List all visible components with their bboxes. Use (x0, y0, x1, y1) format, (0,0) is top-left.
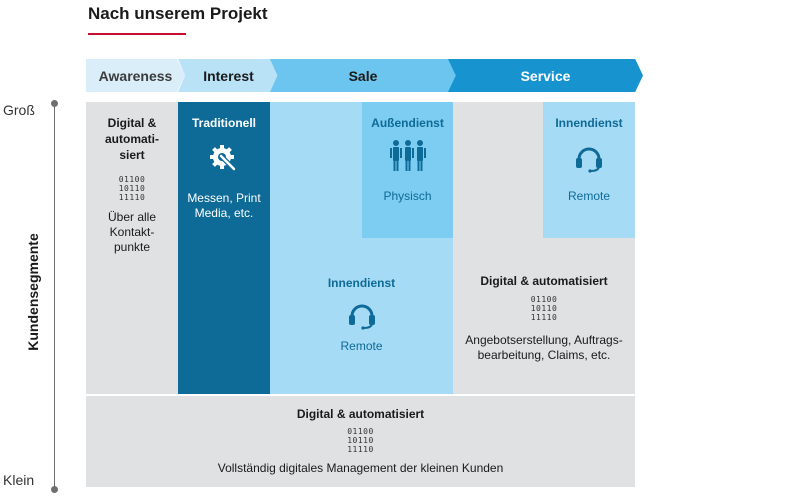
binary-code-icon: 01100 10110 11110 (86, 427, 635, 454)
bottom-desc: Vollständig digitales Management der kle… (217, 461, 504, 475)
headset-icon (270, 298, 453, 330)
axis-bottom-dot (51, 486, 58, 493)
binary-line: 11110 (347, 445, 374, 454)
binary-line: 10110 (118, 184, 146, 193)
binary-line: 01100 (530, 295, 558, 304)
bottom-block: Digital & automatisiert 01100 10110 1111… (86, 396, 635, 487)
interest-title: Traditionell (191, 116, 256, 130)
binary-line: 11110 (118, 193, 146, 202)
interest-desc: Messen, Print Media, etc. (178, 191, 270, 221)
awareness-block: Digital & automati- siert 01100 10110 11… (86, 102, 178, 394)
interest-desc-line-1: Messen, Print (187, 191, 261, 205)
axis-line (54, 103, 55, 489)
binary-line: 01100 (347, 427, 374, 436)
bottom-title: Digital & automatisiert (296, 407, 425, 421)
awareness-title-line-1: Digital & (107, 116, 157, 130)
people-group-icon (362, 139, 453, 175)
axis-top-dot (51, 100, 58, 107)
service-digital-desc-line-2: bearbeitung, Claims, etc. (477, 348, 611, 362)
awareness-desc-line-1: Über alle (107, 210, 157, 224)
sale-inside-title: Innendienst (327, 276, 396, 290)
page-title: Nach unserem Projekt (88, 4, 268, 23)
awareness-desc: Über alle Kontakt- punkte (86, 210, 178, 255)
axis-bottom-label: Klein (3, 472, 35, 488)
interest-desc-line-2: Media, etc. (194, 206, 254, 220)
service-digital-title: Digital & automatisiert (480, 274, 608, 288)
title-underline (88, 33, 186, 35)
binary-line: 01100 (118, 175, 146, 184)
headset-icon (543, 141, 635, 173)
binary-line: 10110 (530, 304, 558, 313)
service-digital-desc: Angebotserstellung, Auftrags- bearbeitun… (453, 333, 635, 363)
awareness-title-line-2: automati- (105, 132, 159, 146)
stage-interest: Interest (178, 59, 279, 92)
stage-service: Service (448, 59, 643, 92)
awareness-desc-line-2: Kontakt- (109, 225, 155, 239)
stage-awareness: Awareness (86, 59, 185, 92)
sale-field-block: Außendienst Physisch (362, 102, 453, 238)
sale-inside-desc: Remote (340, 339, 383, 353)
gear-wrench-icon (178, 142, 270, 176)
service-inside-block: Innendienst Remote (543, 102, 635, 238)
service-digital-desc-line-1: Angebotserstellung, Auftrags- (465, 333, 623, 347)
sale-field-desc: Physisch (383, 189, 432, 203)
awareness-title-line-3: siert (119, 148, 145, 162)
awareness-title: Digital & automati- siert (86, 115, 178, 163)
service-inside-desc: Remote (567, 189, 611, 203)
awareness-desc-line-3: punkte (113, 240, 151, 254)
axis-top-label: Groß (3, 102, 35, 118)
interest-block: Traditionell Messen, Print Media, etc. (178, 102, 270, 394)
binary-code-icon: 01100 10110 11110 (86, 175, 178, 202)
service-inside-title: Innendienst (555, 116, 623, 130)
axis-title-text: Kundensegmente (25, 233, 41, 351)
sale-field-title: Außendienst (371, 116, 444, 130)
binary-line: 11110 (530, 313, 558, 322)
binary-line: 10110 (347, 436, 374, 445)
stage-sale: Sale (270, 59, 456, 92)
binary-code-icon: 01100 10110 11110 (453, 295, 635, 322)
